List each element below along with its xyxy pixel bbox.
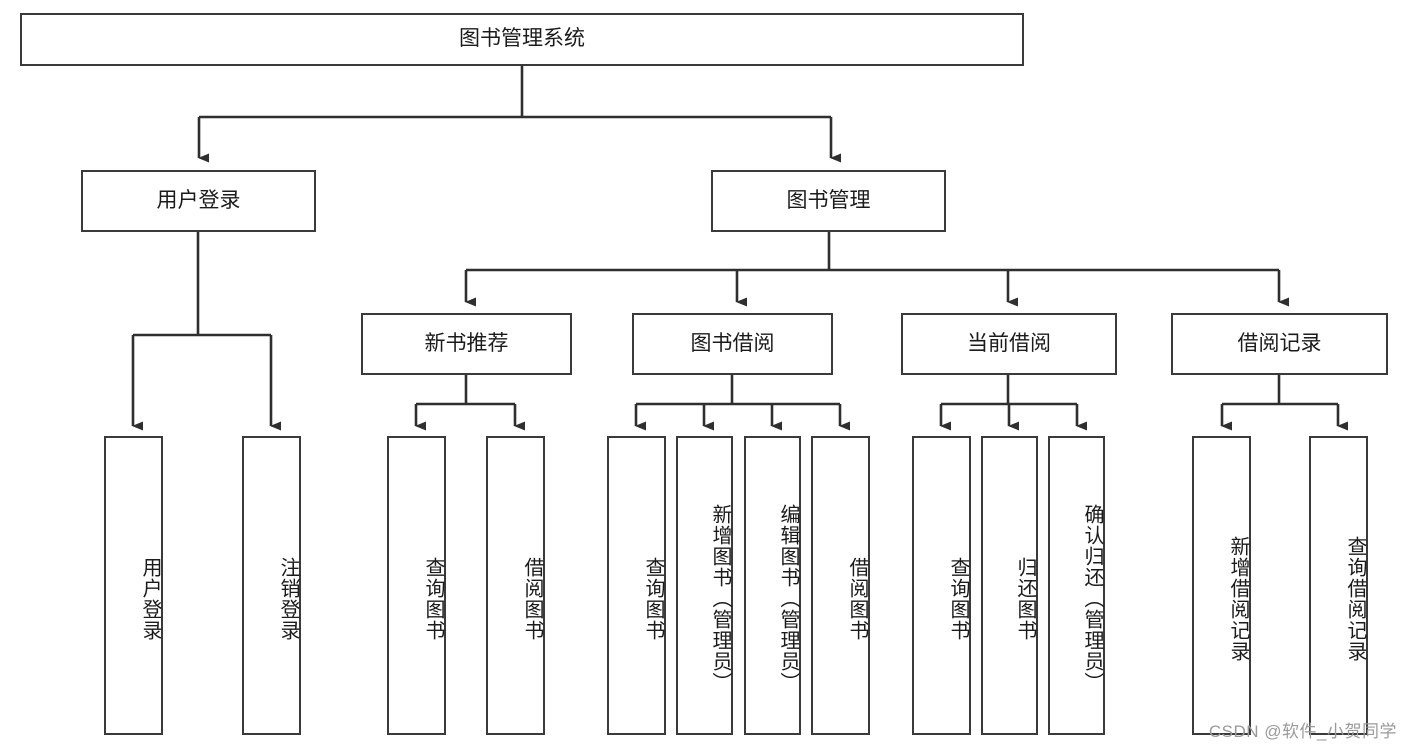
node-book-borrowing[interactable]: 图书借阅 <box>632 313 833 375</box>
node-label: 借阅图书 <box>846 556 868 641</box>
node-label: 用户登录 <box>156 188 241 212</box>
leaf-add-book-admin[interactable]: 新增图书（管理员） <box>676 436 733 735</box>
node-label: 查询图书 <box>422 556 444 641</box>
node-book-management[interactable]: 图书管理 <box>711 170 946 232</box>
leaf-logout[interactable]: 注销登录 <box>242 436 301 735</box>
leaf-query-borrow-record[interactable]: 查询借阅记录 <box>1309 436 1368 735</box>
csdn-watermark: CSDN @软件_小贺同学 <box>1208 722 1397 741</box>
leaf-user-login[interactable]: 用户登录 <box>104 436 163 735</box>
node-label: 新增图书（管理员） <box>709 504 731 693</box>
node-label: 新书推荐 <box>424 331 509 355</box>
leaf-return-book[interactable]: 归还图书 <box>981 436 1038 735</box>
node-label: 查询借阅记录 <box>1344 535 1366 662</box>
node-label: 归还图书 <box>1014 556 1036 641</box>
node-label: 图书管理 <box>786 188 871 212</box>
node-label: 用户登录 <box>139 556 161 641</box>
leaf-confirm-return-admin[interactable]: 确认归还（管理员） <box>1048 436 1105 735</box>
node-label: 图书管理系统 <box>459 27 585 51</box>
leaf-query-book-borrow[interactable]: 查询图书 <box>607 436 666 735</box>
leaf-borrow-book-new-rec[interactable]: 借阅图书 <box>486 436 545 735</box>
node-current-borrowing[interactable]: 当前借阅 <box>901 313 1117 375</box>
node-borrowing-records[interactable]: 借阅记录 <box>1171 313 1388 375</box>
node-label: 查询图书 <box>642 556 664 641</box>
node-label: 编辑图书（管理员） <box>777 504 799 693</box>
node-label: 新增借阅记录 <box>1227 535 1249 662</box>
node-label: 借阅记录 <box>1237 331 1322 355</box>
leaf-query-book-new-rec[interactable]: 查询图书 <box>387 436 446 735</box>
leaf-edit-book-admin[interactable]: 编辑图书（管理员） <box>744 436 801 735</box>
leaf-query-book-current[interactable]: 查询图书 <box>912 436 971 735</box>
leaf-borrow-book-borrow[interactable]: 借阅图书 <box>811 436 870 735</box>
node-label: 确认归还（管理员） <box>1081 504 1103 693</box>
node-label: 图书借阅 <box>690 331 775 355</box>
node-label: 查询图书 <box>947 556 969 641</box>
node-label: 借阅图书 <box>521 556 543 641</box>
node-label: 注销登录 <box>277 556 299 641</box>
node-user-login[interactable]: 用户登录 <box>81 170 316 232</box>
node-root-book-management-system[interactable]: 图书管理系统 <box>20 13 1024 66</box>
node-new-book-recommendation[interactable]: 新书推荐 <box>361 313 572 375</box>
leaf-add-borrow-record[interactable]: 新增借阅记录 <box>1192 436 1251 735</box>
node-label: 当前借阅 <box>967 331 1051 355</box>
